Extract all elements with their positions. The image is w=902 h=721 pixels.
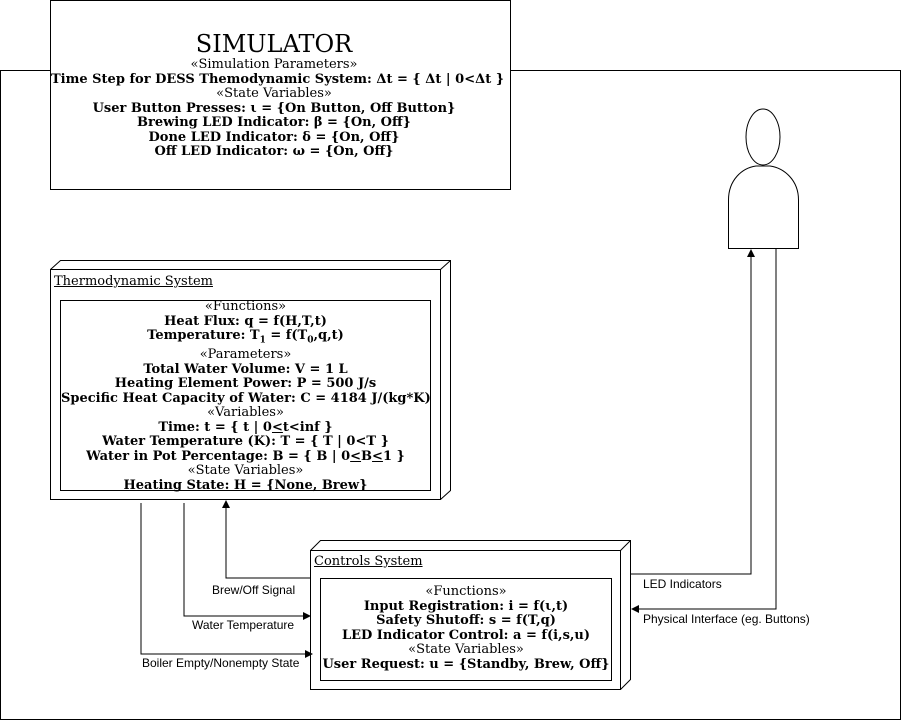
physical-interface-label: Physical Interface (eg. Buttons)	[643, 612, 810, 626]
done-led: Done LED Indicator: δ = {On, Off}	[148, 129, 400, 145]
user-actor	[728, 108, 799, 249]
heating-state: Heating State: H = {None, Brew}	[123, 477, 368, 493]
simulator-text: SIMULATOR «Simulation Parameters» Time S…	[51, 30, 505, 160]
brewing-led: Brewing LED Indicator: β = {On, Off}	[136, 115, 412, 130]
safety-shutoff: Safety Shutoff: s = f(T,q)	[376, 613, 556, 628]
led-indicators-label: LED Indicators	[643, 577, 722, 591]
water-volume: Total Water Volume: V = 1 L	[143, 361, 348, 377]
thermo-state-vars-stereotype: «State Variables»	[187, 463, 304, 479]
temperature-function: Temperature: T1 = f(T0,q,t)	[147, 328, 344, 346]
sim-state-vars-stereotype: «State Variables»	[216, 86, 332, 101]
thermo-content: «Functions» Heat Flux: q = f(H,T,t) Temp…	[61, 299, 431, 493]
input-registration: Input Registration: i = f(ι,t)	[363, 598, 569, 614]
physical-interface-connector	[631, 249, 777, 613]
controls-functions-stereotype: «Functions»	[425, 584, 507, 599]
water-temp-connector	[183, 503, 311, 620]
brew-off-signal-label: Brew/Off Signal	[212, 583, 296, 597]
thermo-functions-stereotype: «Functions»	[204, 299, 287, 314]
boiler-state-connector	[140, 503, 313, 658]
specific-heat: Specific Heat Capacity of Water: C = 418…	[61, 390, 431, 406]
brew-off-connector	[222, 500, 310, 579]
time-variable: Time: t = { t | 0<t<inf }	[158, 419, 333, 435]
simulator-title: SIMULATOR	[195, 30, 353, 58]
thermo-variables-stereotype: «Variables»	[207, 405, 284, 421]
led-control: LED Indicator Control: a = f(i,s,u)	[341, 627, 591, 643]
water-temperature: Water Temperature (K): T = { T | 0<T }	[102, 434, 389, 450]
controls-title: Controls System	[314, 554, 423, 569]
thermo-title: Thermodynamic System	[54, 274, 213, 289]
simulator-box	[50, 0, 511, 190]
off-led: Off LED Indicator: ω = {On, Off}	[154, 144, 394, 159]
time-step: Time Step for DESS Themodynamic System: …	[51, 71, 505, 87]
controls-state-vars-stereotype: «State Variables»	[408, 642, 524, 657]
heat-flux: Heat Flux: q = f(H,T,t)	[164, 313, 327, 329]
user-presses: User Button Presses: ι = {On Button, Off…	[92, 100, 456, 116]
thermo-parameters-stereotype: «Parameters»	[199, 347, 292, 363]
pot-percentage: Water in Pot Percentage: B = { B | 0<B<1…	[86, 448, 405, 464]
controls-node	[310, 540, 631, 690]
sim-params-stereotype: «Simulation Parameters»	[190, 57, 358, 72]
heating-power: Heating Element Power: P = 500 J/s	[114, 376, 377, 392]
led-indicators-connector	[631, 249, 755, 575]
water-temperature-label: Water Temperature	[192, 618, 295, 632]
thermodynamic-node	[50, 260, 451, 500]
controls-content: «Functions» Input Registration: i = f(ι,…	[321, 584, 611, 672]
boiler-state-label: Boiler Empty/Nonempty State	[142, 656, 300, 670]
user-request: User Request: u = {Standby, Brew, Off}	[322, 656, 610, 672]
